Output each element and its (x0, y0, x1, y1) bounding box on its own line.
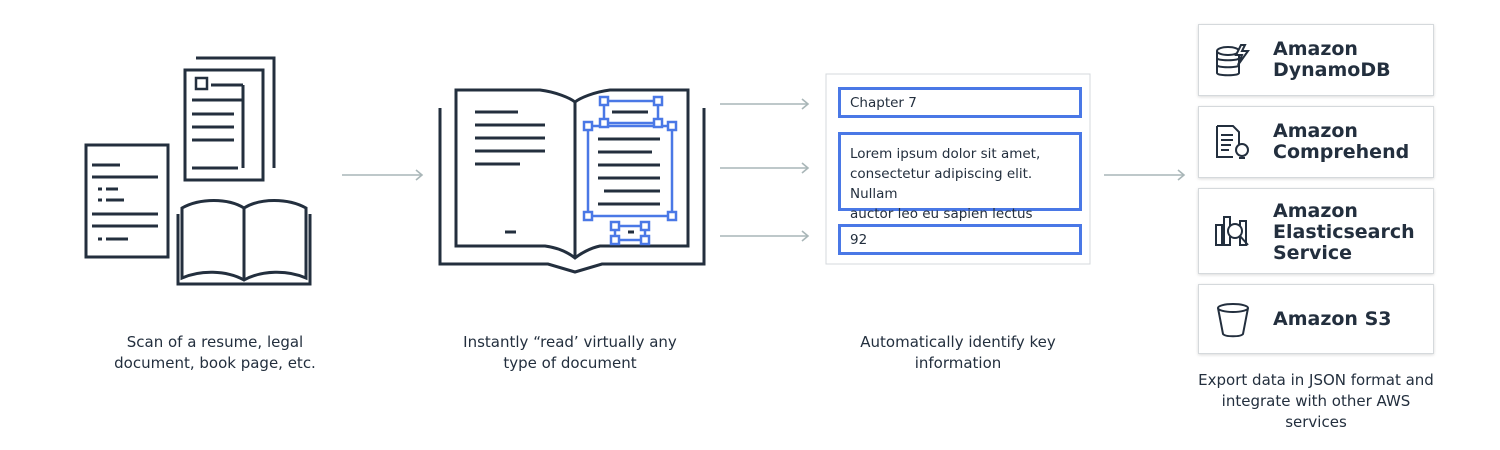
flow-arrows (342, 98, 1186, 242)
field-page-number: 92 (838, 224, 1082, 255)
scanned-documents-icon (84, 56, 312, 286)
service-card-comprehend: Amazon Comprehend (1198, 106, 1434, 178)
arrow-icon (720, 230, 810, 242)
arrow-icon (342, 169, 424, 181)
open-book-analysis-icon (438, 88, 706, 274)
service-card-s3: Amazon S3 (1198, 284, 1434, 354)
caption-export: Export data in JSON format and integrate… (1198, 371, 1434, 431)
selection-boxes-icon (586, 99, 674, 242)
chart-magnifier-icon (1215, 216, 1249, 246)
field-chapter: Chapter 7 (838, 87, 1082, 118)
bucket-icon (1217, 303, 1249, 338)
service-card-dynamodb: Amazon DynamoDB (1198, 24, 1434, 96)
caption-identify: Automatically identify key information (860, 333, 1056, 372)
arrow-icon (1104, 169, 1186, 181)
arrow-icon (720, 98, 810, 110)
document-lightbulb-icon (1216, 125, 1249, 159)
caption-read: Instantly “read’ virtually any type of d… (463, 333, 677, 372)
arrow-icon (720, 162, 810, 174)
field-paragraph: Lorem ipsum dolor sit amet, consectetur … (838, 132, 1082, 242)
caption-scan: Scan of a resume, legal document, book p… (114, 333, 316, 372)
service-card-elasticsearch: Amazon Elasticsearch Service (1198, 188, 1434, 274)
database-lightning-icon (1216, 44, 1250, 77)
